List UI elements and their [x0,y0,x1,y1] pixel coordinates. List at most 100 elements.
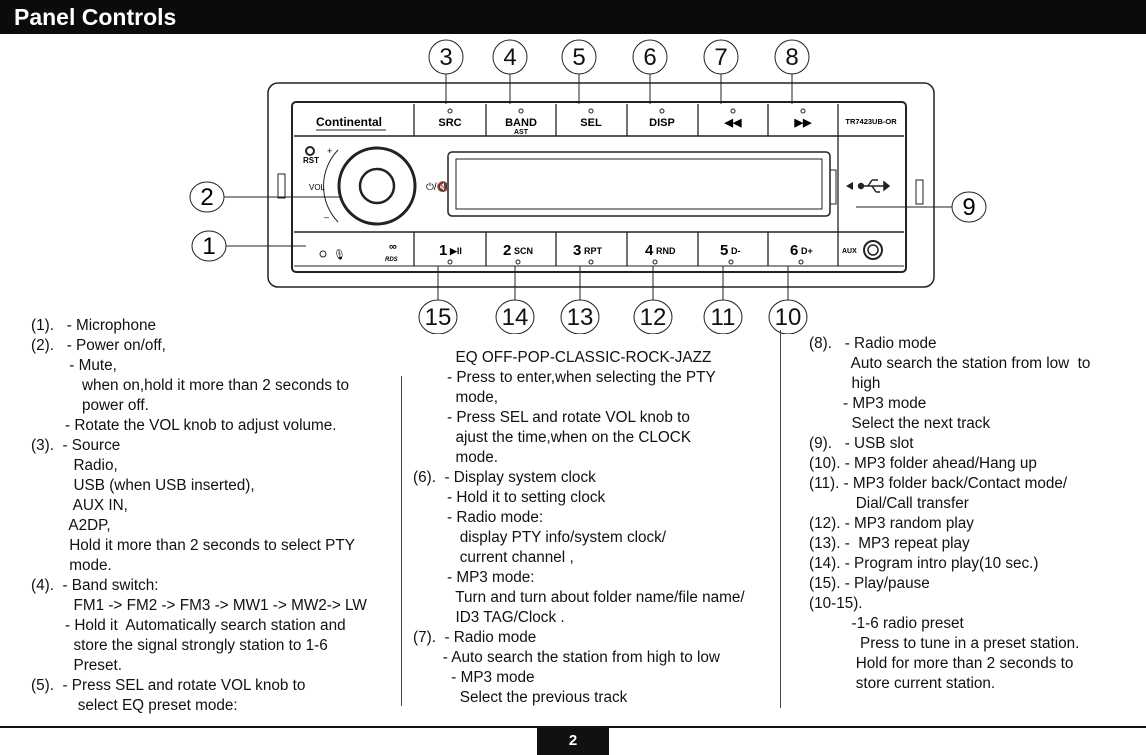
lcd-display [447,151,831,217]
top-button-label[interactable]: DISP [649,117,675,129]
column-divider [780,330,781,708]
col2-line: - Hold it to setting clock [413,489,606,506]
page-title: Panel Controls [14,4,177,30]
preset-button-label[interactable]: D- [731,246,741,256]
callout-3 [428,39,464,75]
col2-line: - Press SEL and rotate VOL knob to [413,409,690,426]
callout-number: 5 [572,44,585,71]
col1-line: select EQ preset mode: [31,697,238,714]
preset-button-number[interactable]: 1 [439,242,447,259]
col3-line: store current station. [809,675,996,692]
preset-button-number[interactable]: 5 [720,242,728,259]
usb-arrow-icon [846,182,853,190]
aux-jack [863,240,883,260]
col3-line: (8). - Radio mode [809,335,937,352]
col1-line: USB (when USB inserted), [31,477,255,494]
col3-line: (10). - MP3 folder ahead/Hang up [809,455,1037,472]
col2-line: current channel , [413,549,574,566]
col1-line: A2DP, [31,517,111,534]
top-button-label[interactable]: BAND [505,117,537,129]
page-header: Panel Controls [0,0,1146,34]
col3-line: Hold for more than 2 seconds to [809,655,1074,672]
preset-button-label[interactable]: ▶II [449,246,462,256]
col2-line: - Radio mode: [413,509,544,526]
col1-line: - Mute, [31,357,117,374]
top-button-sublabel: AST [514,129,529,136]
col2-line: - MP3 mode: [413,569,535,586]
callout-11 [703,299,743,334]
callout-number: 7 [714,44,727,71]
col2-line: display PTY info/system clock/ [413,529,667,546]
col1-line: (1). - Microphone [31,317,156,334]
column-divider [401,376,402,706]
usb-icon [857,179,891,193]
mic-hole-icon [319,250,327,258]
col2-line: (6). - Display system clock [413,469,596,486]
callout-14 [495,299,535,334]
col1-line: FM1 -> FM2 -> FM3 -> MW1 -> MW2-> LW [31,597,367,614]
preset-button-label[interactable]: D+ [801,246,813,256]
preset-button-number[interactable]: 6 [790,242,798,259]
col2-line: (7). - Radio mode [413,629,537,646]
svg-text:RDS: RDS [385,257,398,263]
col2-line: ID3 TAG/Clock . [413,609,565,626]
callout-number: 15 [425,304,452,331]
preset-button-label[interactable]: SCN [514,246,533,256]
callout-number: 4 [503,44,516,71]
top-button-label[interactable]: SEL [580,117,602,129]
col1-line: (2). - Power on/off, [31,337,166,354]
col2-line: ajust the time,when on the CLOCK [413,429,692,446]
brand-logo: Continental [316,115,382,129]
top-button-label[interactable]: ◀◀ [724,117,742,129]
preset-button-label[interactable]: RPT [584,246,603,256]
col2-line: - MP3 mode [413,669,535,686]
callout-number: 10 [775,304,802,331]
description-column-2: EQ OFF-POP-CLASSIC-ROCK-JAZZ - Press to … [413,348,745,708]
callout-15 [418,299,458,334]
callout-6 [632,39,668,75]
description-column-3: (8). - Radio mode Auto search the statio… [809,334,1090,694]
col3-line: high [809,375,881,392]
callout-4 [492,39,528,75]
col3-line: Auto search the station from low to [809,355,1091,372]
col1-line: (3). - Source [31,437,121,454]
page-number: 2 [537,727,609,755]
callout-10 [768,299,808,334]
col3-line: (11). - MP3 folder back/Contact mode/ [809,475,1068,492]
svg-text:RST: RST [303,156,319,165]
description-column-1: (1). - Microphone (2). - Power on/off, - … [31,316,367,716]
col1-line: Preset. [31,657,122,674]
preset-button-number[interactable]: 2 [503,242,511,259]
svg-text:∞: ∞ [389,241,397,253]
top-button-label[interactable]: SRC [438,117,461,129]
preset-button-label[interactable]: RND [656,246,676,256]
col3-line: Dial/Call transfer [809,495,969,512]
col2-line: Turn and turn about folder name/file nam… [413,589,745,606]
callout-7 [703,39,739,75]
col1-line: when on,hold it more than 2 seconds to [31,377,350,394]
col1-line: store the signal strongly station to 1-6 [31,637,328,654]
callout-number: 8 [785,44,798,71]
col1-line: mode. [31,557,112,574]
col2-line: Select the previous track [413,689,628,706]
callout-number: 11 [711,304,736,331]
preset-button-number[interactable]: 4 [645,242,654,259]
col1-line: (5). - Press SEL and rotate VOL knob to [31,677,306,694]
col3-line: Press to tune in a preset station. [809,635,1080,652]
col1-line: Radio, [31,457,118,474]
callout-number: 12 [640,304,667,331]
preset-button-number[interactable]: 3 [573,242,581,259]
col1-line: AUX IN, [31,497,128,514]
svg-text:VOL: VOL [309,183,326,192]
col1-line: (4). - Band switch: [31,577,159,594]
callout-number: 6 [643,44,656,71]
power-mute-icon: ⏻/🔇 [426,180,449,193]
col3-line: (15). - Play/pause [809,575,930,592]
callout-12 [633,299,673,334]
svg-text:9: 9 [962,194,975,221]
top-button-label[interactable]: ▶▶ [794,117,812,129]
col1-line: power off. [31,397,149,414]
